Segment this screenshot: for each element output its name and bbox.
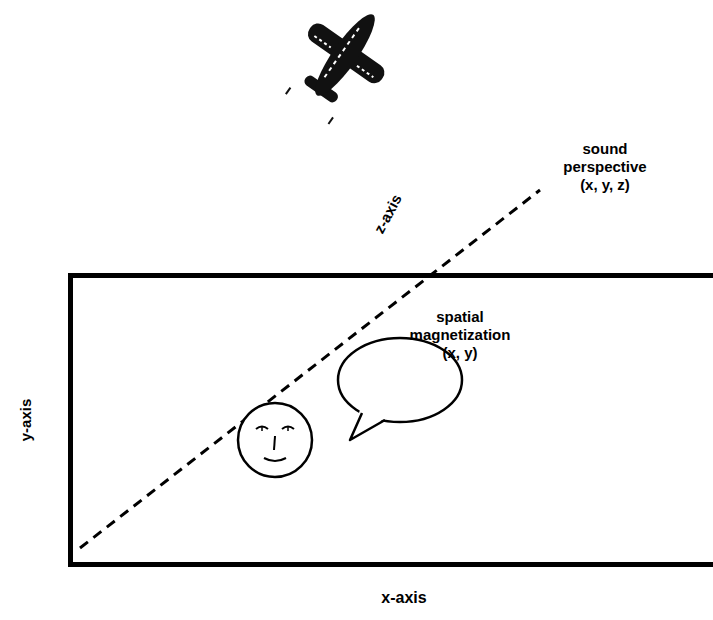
- region-box: spatial magnetization (x, y): [68, 273, 713, 567]
- z-axis-line: [80, 190, 540, 548]
- airplane-icon: [271, 0, 409, 134]
- axis-label: y-axis: [17, 385, 35, 455]
- region-label: spatial magnetization (x, y): [401, 308, 519, 362]
- face-icon: [238, 403, 312, 477]
- axis-label: x-axis: [364, 588, 444, 607]
- axis-label: sound perspective (x, y, z): [555, 140, 655, 194]
- axis-label: z-axis: [364, 179, 413, 249]
